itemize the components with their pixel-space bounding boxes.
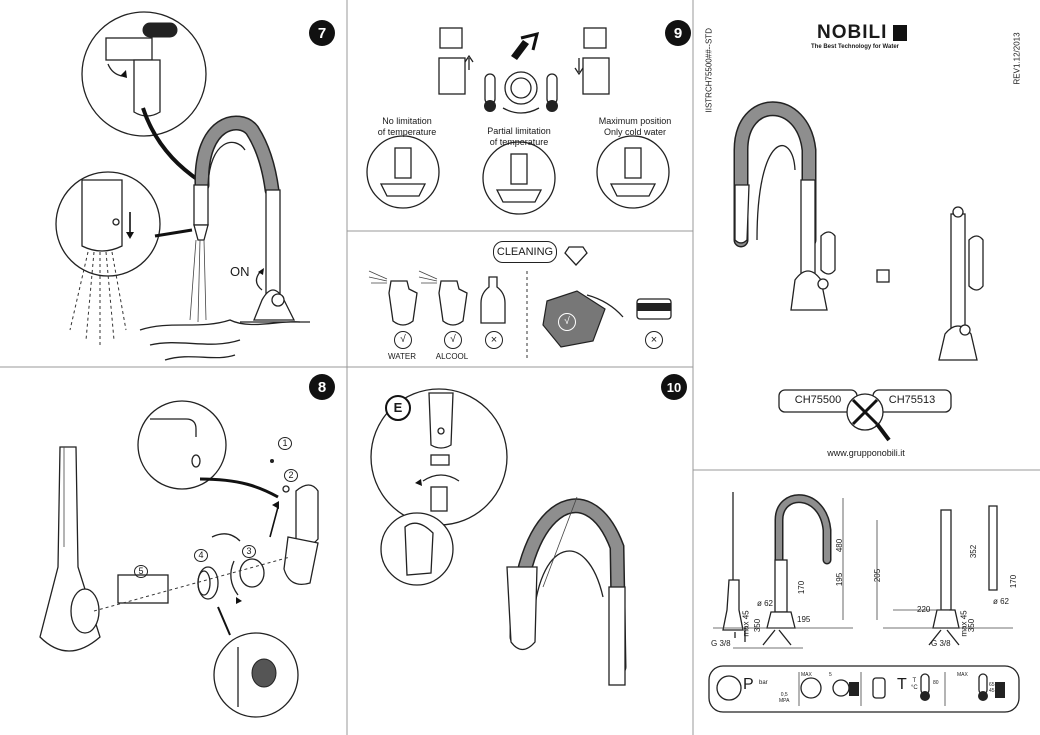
check-alcool: √ [444,331,462,349]
spec-t: T [897,676,907,693]
part-5: 5 [134,565,148,578]
step-9-badge: 9 [665,20,691,46]
label-no-limit: No limitation of temperature [377,116,437,137]
spec-max: MAX [801,672,812,678]
water-label: WATER [388,352,416,361]
step-10-panel: 10 E [347,367,693,735]
brand-logo-mark [893,25,907,41]
dim-right-170: 170 [1009,574,1019,589]
step-10-illustration [370,388,627,686]
step-7-panel: 7 ON [0,0,347,367]
cross-sponge: × [645,331,663,349]
spec-tc: T °C [911,678,918,691]
brand-tagline: The Best Technology for Water [811,44,900,50]
spec-5: 5 [829,672,832,678]
zoom-circle-lever-screw [137,400,227,490]
dim-right-352: 352 [969,544,979,559]
step-8-badge: 8 [309,374,335,400]
dim-left-max45: max 45 [741,610,751,637]
cartridge-circle-max [596,135,670,209]
spec-80: 80 [933,680,939,686]
dimension-drawings [708,492,1020,713]
part-3: 3 [242,545,256,558]
model-b: CH75513 [888,394,936,406]
check-water: √ [394,331,412,349]
step-9-illustration [366,27,670,215]
label-partial: Partial limitation of temperature [487,126,551,147]
dim-left-195v: 195 [835,572,845,587]
spec-p: P [743,676,754,693]
spec-bar-unit: bar [759,680,768,686]
step-9-panel: 9 No limitation of temperature [347,0,693,231]
dim-left-d62: ø 62 [757,599,774,608]
step-e-badge: E [385,395,411,421]
brand-logo: NOBILI [817,22,888,43]
detergent-bottle [480,276,506,324]
dim-left-480: 480 [835,538,845,553]
model-a: CH75500 [794,394,842,406]
spec-max-2: MAX [957,672,968,678]
step-10-badge: 10 [661,374,687,400]
step-8-panel: 8 1 2 3 4 5 [0,367,347,735]
website-link[interactable]: www.grupponobili.it [827,448,905,458]
spray-bottle-alcool [438,280,468,326]
spec-bar [708,665,1020,713]
part-1: 1 [278,437,292,450]
dim-left-g38: G 3/8 [711,639,731,648]
dimensions-panel: 480 195 170 ø 62 max 45 350 195 G 3/8 35… [693,470,1040,735]
step-7-illustration [55,11,310,361]
part-4: 4 [194,549,208,562]
dim-left-170: 170 [797,580,807,595]
cleaning-panel: CLEANING √ √ × √ × WATER ALCOOL [347,231,693,367]
step-8-illustration [39,400,319,718]
dim-right-g38: G 3/8 [931,639,951,648]
alcool-label: ALCOOL [435,352,469,361]
product-panel: NOBILI The Best Technology for Water IIS… [693,0,1040,470]
spec-min-p: 0,5 MPA [779,692,790,704]
spray-bottle-water [388,280,418,326]
product-illustration [733,101,984,442]
dim-right-350: 350 [967,618,977,633]
dim-left-195h: 195 [797,615,811,624]
step-7-badge: 7 [309,20,335,46]
dim-right-220: 220 [917,605,931,614]
cross-detergent: × [485,331,503,349]
cartridge-circle-partial [482,141,556,215]
cartridge-circle-no-limit [366,135,440,209]
label-max: Maximum position Only cold water [598,116,672,137]
on-label: ON [230,264,250,279]
part-2: 2 [284,469,298,482]
dim-right-d62: ø 62 [993,597,1010,606]
cleaning-title: CLEANING [493,241,557,263]
dim-left-350: 350 [753,618,763,633]
spec-65-45: 65 45 [989,682,995,694]
check-cloth: √ [558,313,576,331]
dim-right-205: 205 [873,568,883,583]
